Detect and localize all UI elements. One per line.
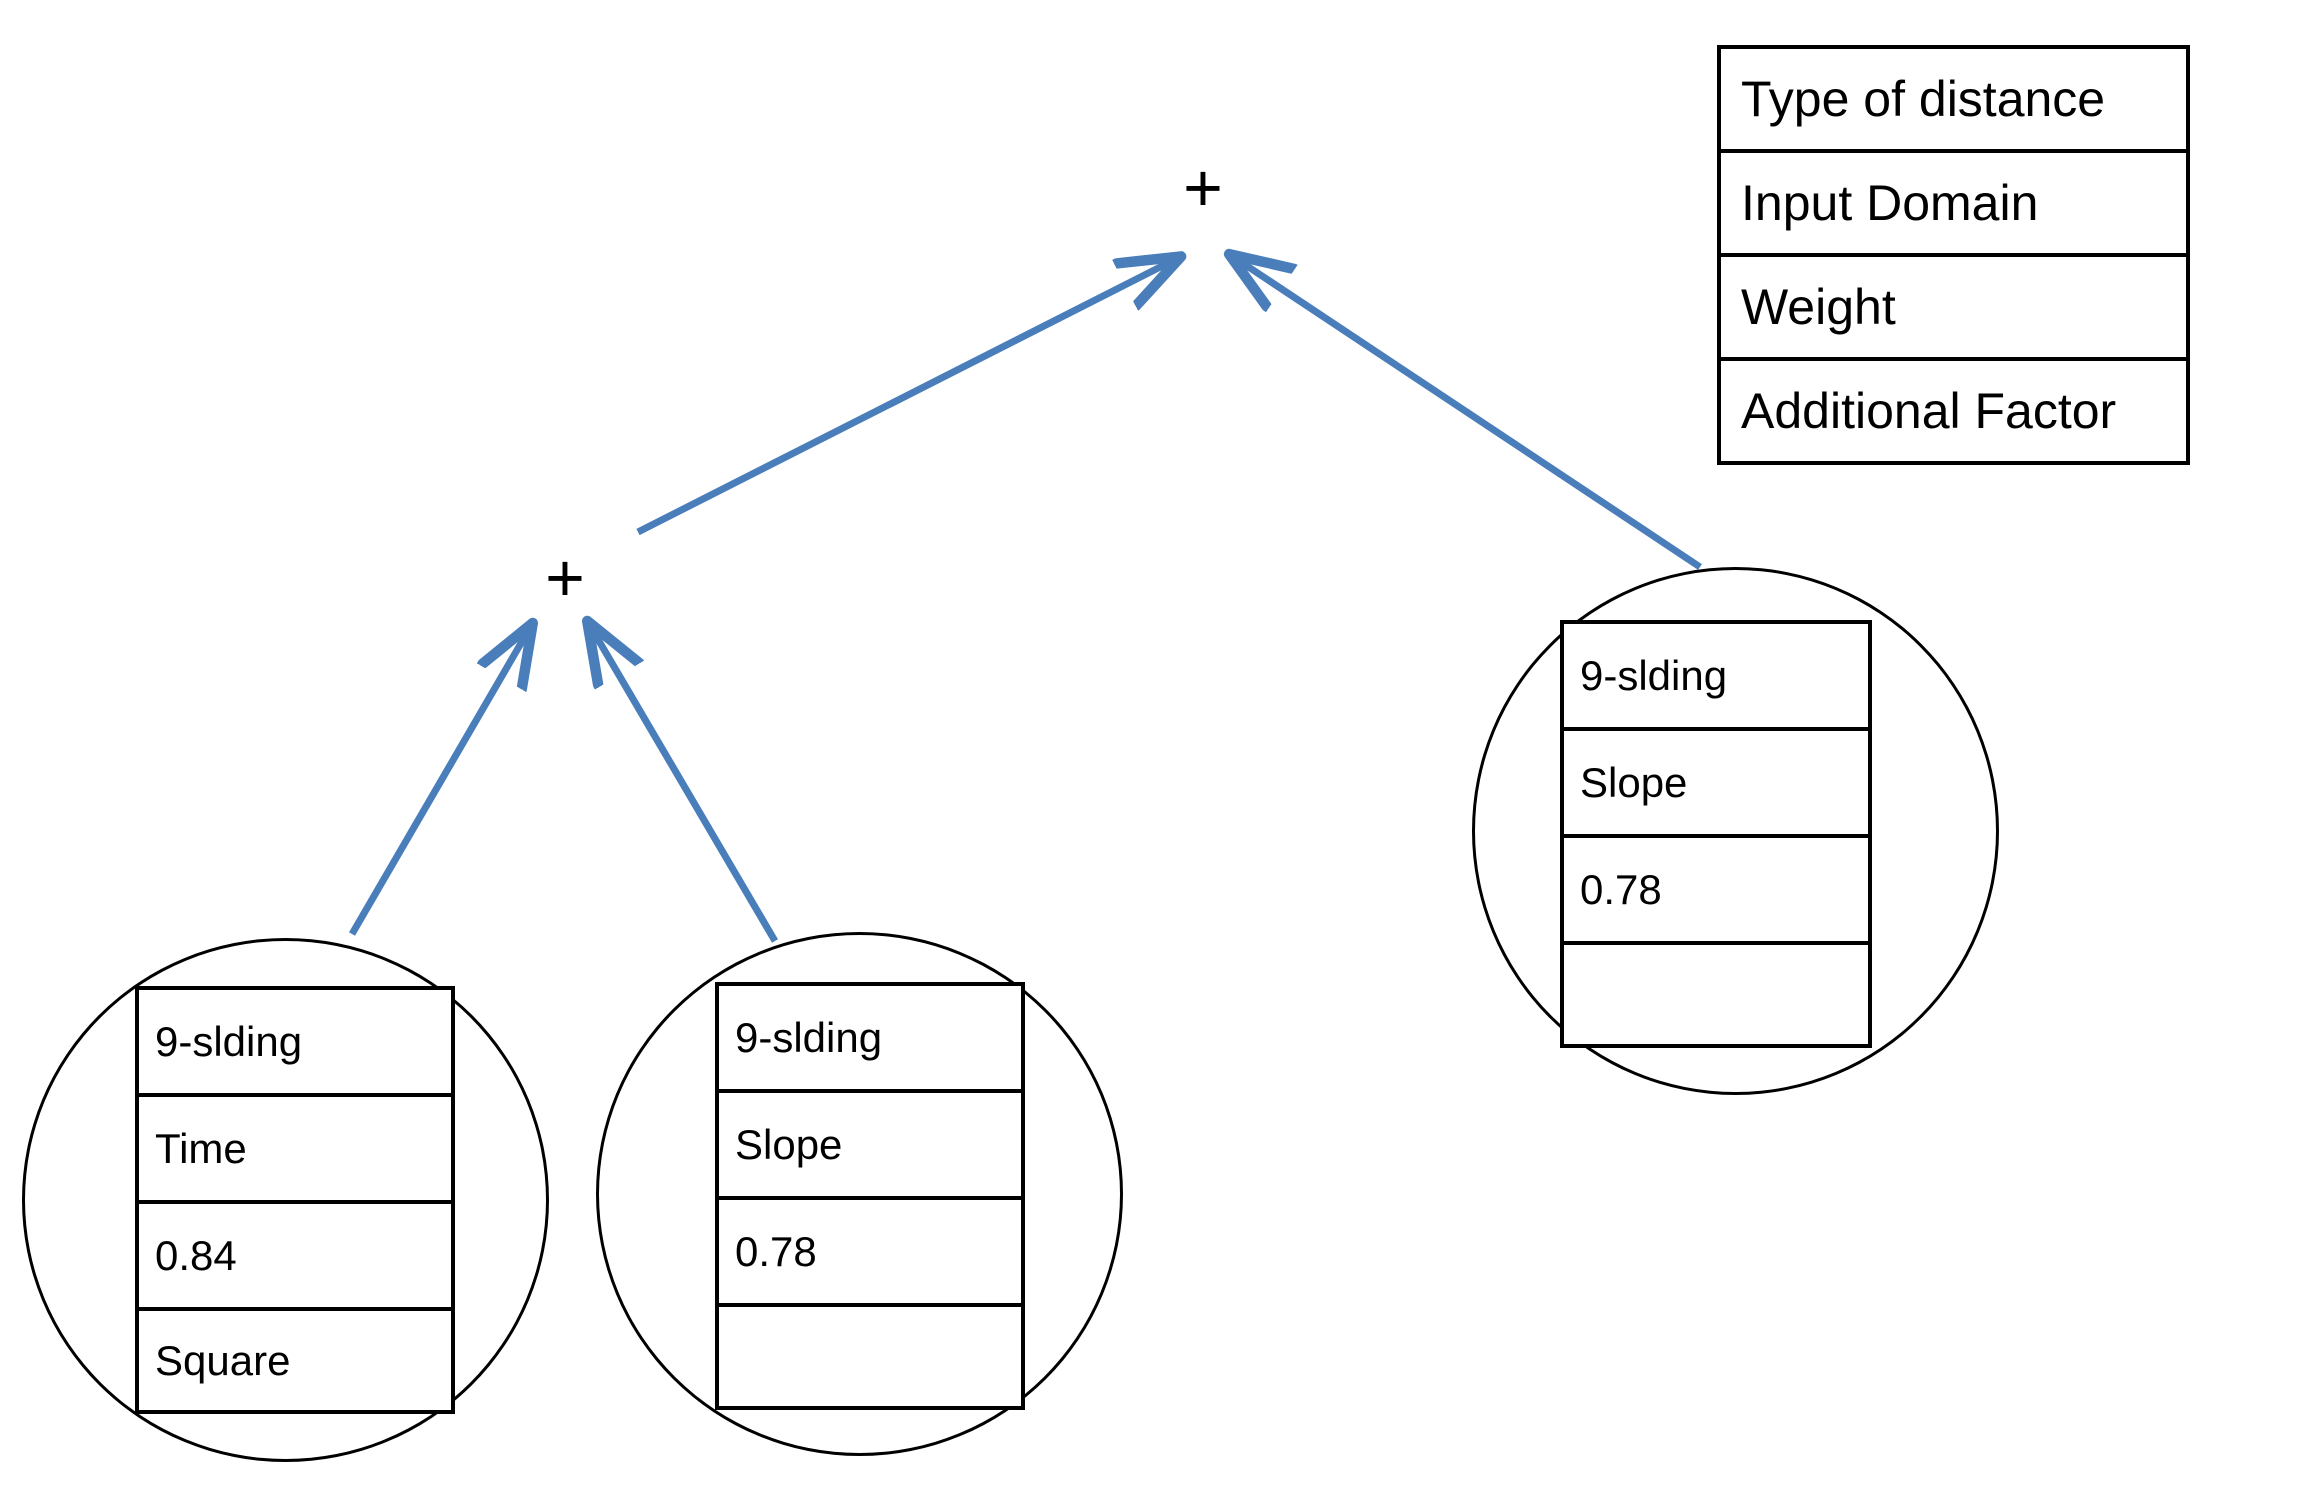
leaf-circle-outline <box>22 938 549 1462</box>
left-operator-node[interactable]: + <box>545 540 585 616</box>
legend-row-input-domain: Input Domain <box>1721 153 2186 257</box>
leaf-table-slope-left: 9-slding Slope 0.78 <box>715 982 1025 1410</box>
legend-row-additional-factor: Additional Factor <box>1741 383 2117 439</box>
leaf-row-additional-factor <box>1564 945 1868 1044</box>
legend-row-type-of-distance: Type of distance <box>1721 49 2186 153</box>
legend-box: Type of distance Input Domain Weight Add… <box>1717 45 2190 465</box>
edge-leaf2-to-leftop <box>589 624 779 943</box>
leaf-row-input-domain: Time <box>139 1097 451 1204</box>
leaf-row-input-domain: Slope <box>1564 731 1868 838</box>
leaf-circle-outline <box>1472 567 1999 1095</box>
edge-rightleaf-to-root <box>1232 256 1702 570</box>
leaf-row-type-of-distance: 9-slding <box>139 990 451 1097</box>
leaf-row-input-domain: Slope <box>719 1093 1021 1200</box>
legend-row-weight: Weight <box>1721 257 2186 361</box>
edge-leftop-to-root <box>636 258 1178 536</box>
root-operator-node[interactable]: + <box>1183 150 1223 226</box>
leaf-table-slope-right: 9-slding Slope 0.78 <box>1560 620 1872 1048</box>
leaf-table-time: 9-slding Time 0.84 Square <box>135 986 455 1414</box>
leaf-row-type-of-distance: 9-slding <box>719 986 1021 1093</box>
leaf-row-weight: 0.84 <box>139 1204 451 1311</box>
edge-leaf1-to-leftop <box>348 626 531 936</box>
leaf-row-weight: 0.78 <box>1564 838 1868 945</box>
leaf-row-additional-factor <box>719 1307 1021 1406</box>
leaf-row-weight: 0.78 <box>719 1200 1021 1307</box>
leaf-row-additional-factor: Square <box>139 1311 451 1410</box>
leaf-row-type-of-distance: 9-slding <box>1564 624 1868 731</box>
leaf-circle-outline <box>596 932 1123 1456</box>
